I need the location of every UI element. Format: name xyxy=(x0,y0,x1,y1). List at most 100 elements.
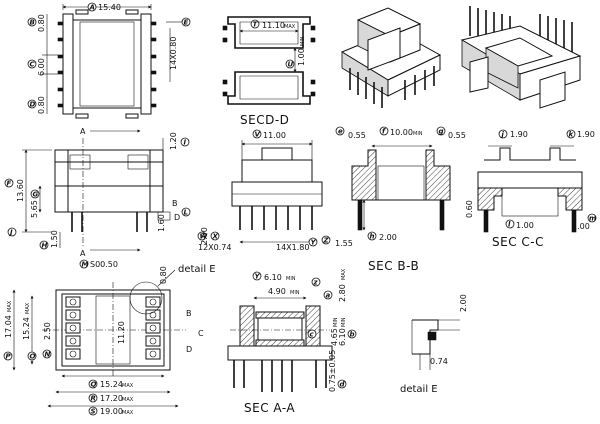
dim-y2-value: 6.10 xyxy=(264,273,282,282)
dim-u-value: 1.00 xyxy=(297,48,306,66)
front-label-d: D xyxy=(174,213,180,222)
iso1-pins xyxy=(349,66,435,108)
dim-detail-w-value: 0.74 xyxy=(430,357,448,366)
dim-n-value: 2.50 xyxy=(43,322,52,340)
bottom-label-b: B xyxy=(186,309,192,318)
dim-w-value: 12X0.74 xyxy=(198,243,231,252)
dim-a-value: 15.40 xyxy=(98,3,121,12)
svg-text:k: k xyxy=(569,131,575,139)
dim-c2-unit: MIN xyxy=(341,317,347,327)
dim-c2-value: 6.10 xyxy=(338,328,347,346)
seccc-title: SEC C-C xyxy=(492,235,544,249)
dim-z2-unit: MIN xyxy=(290,290,300,296)
bottom-pins-right xyxy=(145,296,161,360)
svg-text:P: P xyxy=(6,353,12,361)
dim-detail-v-value: 2.00 xyxy=(459,294,468,312)
front-pins xyxy=(71,212,148,232)
dim-z-value: 1.55 xyxy=(335,239,353,248)
dim-i-value: 1.20 xyxy=(169,132,178,150)
svg-text:T: T xyxy=(253,21,259,29)
dim-q-unit: MAX xyxy=(122,383,134,389)
top-view-pins-right xyxy=(150,21,157,108)
svg-text:a: a xyxy=(326,292,331,300)
svg-text:M: M xyxy=(82,261,89,269)
dim-t-value: 11.10 xyxy=(262,21,285,30)
svg-text:H: H xyxy=(42,242,48,250)
dim-b2-value: 4.65 xyxy=(330,328,339,346)
dim-r-unit: MAX xyxy=(122,397,134,403)
svg-text:Z: Z xyxy=(323,237,330,245)
dim-a2-unit: MAX xyxy=(341,268,347,280)
bottom-label-d: D xyxy=(186,345,192,354)
top-view: A 15.40 B 0.80 C 6.00 D 0.80 E 14X0.80 xyxy=(27,2,191,119)
dim-g-value: 5.65 xyxy=(30,200,39,218)
dim-g2-value: 0.55 xyxy=(448,131,466,140)
svg-text:j: j xyxy=(501,131,505,139)
side-view: V 11.00 W 12X0.74 X 14X1.80 2.00 Y Z 1.5… xyxy=(197,129,353,252)
dim-inner-value: 11.20 xyxy=(117,321,126,344)
bottom-label-c: C xyxy=(198,329,204,338)
svg-text:C: C xyxy=(30,61,36,69)
svg-text:W: W xyxy=(200,233,208,241)
dim-v-value: 11.00 xyxy=(263,131,286,140)
svg-text:A: A xyxy=(89,4,95,12)
svg-text:J: J xyxy=(8,229,13,237)
side-pins xyxy=(239,206,313,230)
dim-k-value: 1.90 xyxy=(577,130,595,139)
secaa-title: SEC A-A xyxy=(244,401,295,415)
svg-text:Y: Y xyxy=(311,239,317,247)
front-label-a-bottom: A xyxy=(80,249,86,258)
dim-s-value: 19.00 xyxy=(100,407,123,416)
secd-view: T 11.10 MAX U 1.00 MIN SECD-D xyxy=(222,16,316,127)
dim-b-value: 0.80 xyxy=(37,14,46,32)
svg-text:e: e xyxy=(338,128,343,136)
svg-text:I: I xyxy=(184,139,187,147)
dim-f-value: 13.60 xyxy=(16,179,25,202)
svg-text:b: b xyxy=(350,331,355,339)
svg-text:h: h xyxy=(370,233,375,241)
svg-text:R: R xyxy=(91,395,96,403)
detail-e-title: detail E xyxy=(400,384,438,395)
dim-o-unit: MAX xyxy=(25,302,31,314)
dim-t-unit: MAX xyxy=(284,24,296,30)
dim-o-value: 15.24 xyxy=(22,317,31,340)
svg-text:f: f xyxy=(382,128,386,136)
svg-text:F: F xyxy=(7,180,12,188)
front-view: A A F 13.60 G 5.65 J xyxy=(4,127,191,269)
svg-text:Q: Q xyxy=(91,381,97,389)
bottom-pins-left xyxy=(65,296,81,360)
svg-text:z: z xyxy=(313,279,319,287)
svg-text:l: l xyxy=(508,221,511,229)
bottom-detail-label: detail E xyxy=(178,264,216,275)
secbb-view: e 0.55 f 10.00 MIN g 0.55 h 2.00 SEC B-B xyxy=(335,126,466,273)
dim-p-unit: MAX xyxy=(7,300,13,312)
dim-x-value: 14X1.80 xyxy=(276,243,309,252)
svg-text:O: O xyxy=(30,353,36,361)
svg-text:L: L xyxy=(184,209,188,217)
dim-f2-unit: MIN xyxy=(413,131,423,137)
secbb-title: SEC B-B xyxy=(368,259,419,273)
dim-z2-value: 4.90 xyxy=(268,287,286,296)
front-label-a-top: A xyxy=(80,127,86,136)
dim-u-unit: MIN xyxy=(300,36,306,46)
dim-d2-value: 0.75±0.05 xyxy=(328,350,337,392)
svg-text:N: N xyxy=(45,351,51,359)
dim-s-unit: MAX xyxy=(122,410,134,416)
svg-text:d: d xyxy=(340,381,346,389)
dim-y-value: 2.00 xyxy=(200,227,209,245)
secaa-view: Y 6.10 MIN z 4.90 MIN a 2.80 MAX c 6.10 xyxy=(227,268,357,415)
svg-text:g: g xyxy=(439,128,444,136)
dim-j-value: 1.90 xyxy=(510,130,528,139)
seccc-view: j 1.90 k 1.90 0.60 l 1.00 m 1.00 SEC C-C xyxy=(465,129,597,249)
dim-m-value: S00.50 xyxy=(90,260,118,269)
dim-r-value: 17.20 xyxy=(100,394,123,403)
isometric-view-2 xyxy=(460,6,582,109)
dim-h2-value: 2.00 xyxy=(379,233,397,242)
dim-q-value: 15.24 xyxy=(100,380,123,389)
svg-text:X: X xyxy=(212,233,219,241)
svg-text:G: G xyxy=(33,191,39,199)
svg-text:V: V xyxy=(255,131,261,139)
dim-m2-value: 1.00 xyxy=(572,222,590,231)
svg-text:E: E xyxy=(184,19,189,27)
